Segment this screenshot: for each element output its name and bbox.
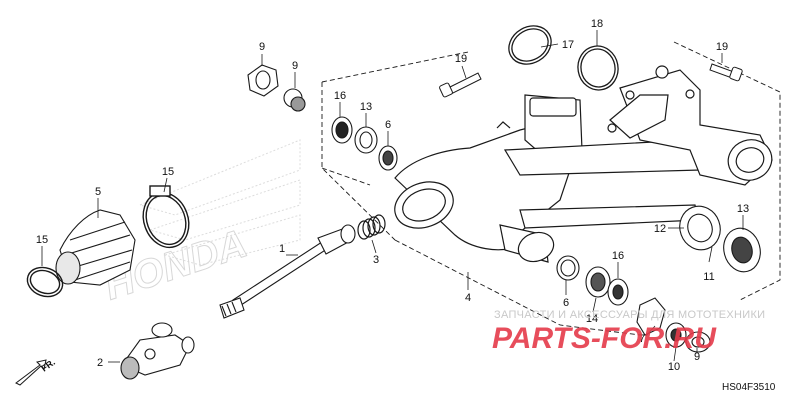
callout-9-upper: 9 (259, 41, 265, 53)
direction-label: FR. (39, 357, 57, 374)
o-ring (508, 25, 619, 91)
watermark-logo: PARTS-FOR.RU (492, 322, 717, 355)
callout-6-right: 6 (563, 297, 569, 309)
callout-5: 5 (95, 186, 101, 198)
callout-12: 12 (654, 223, 666, 235)
universal-joint (120, 322, 195, 380)
callout-15-right: 16 (612, 250, 624, 262)
bolt (439, 63, 743, 98)
front-direction-arrow: FR. (15, 357, 57, 386)
callout-11: 11 (703, 271, 714, 283)
boot-band (26, 185, 190, 298)
callout-8: 9 (292, 60, 298, 72)
callout-4: 4 (465, 292, 471, 304)
callout-15-left: 16 (334, 90, 346, 102)
diagram-code: HS04F3510 (722, 382, 776, 393)
callout-16-left: 17 (562, 39, 574, 51)
callout-2: 2 (97, 357, 103, 369)
leader-lines (41, 30, 744, 363)
callout-labels: 9 9 16 13 6 19 17 18 19 5 15 15 1 3 4 2 … (36, 18, 749, 373)
callout-18: 15 (162, 166, 174, 178)
callout-7: 7 (639, 333, 645, 345)
callout-19-right: 19 (716, 41, 728, 53)
watermark-caption: ЗАПЧАСТИ И АКСЕССУАРЫ ДЛЯ МОТОТЕХНИКИ (494, 309, 765, 321)
callout-17: 15 (36, 234, 48, 246)
bearing-holder (679, 205, 761, 273)
callout-6-left: 6 (385, 119, 391, 131)
callout-13-left: 13 (360, 101, 372, 113)
callout-19-left: 19 (455, 53, 467, 65)
assembly-outline (321, 41, 781, 336)
spring (357, 214, 386, 240)
callout-3: 3 (373, 254, 379, 266)
callout-14: 13 (737, 203, 749, 215)
right-pivot-bearings (556, 255, 711, 353)
callout-16-right: 18 (591, 18, 603, 30)
site-watermark: ЗАПЧАСТИ И АКСЕССУАРЫ ДЛЯ МОТОТЕХНИКИ PA… (492, 309, 765, 355)
callout-1: 1 (279, 243, 285, 255)
callout-9-lower: 9 (694, 351, 700, 363)
swing-arm (394, 65, 773, 263)
callout-13-right: 14 (586, 313, 598, 325)
boot (55, 209, 136, 286)
callout-10: 10 (668, 361, 680, 373)
pivot-nut (247, 64, 306, 112)
drive-shaft (219, 224, 356, 319)
